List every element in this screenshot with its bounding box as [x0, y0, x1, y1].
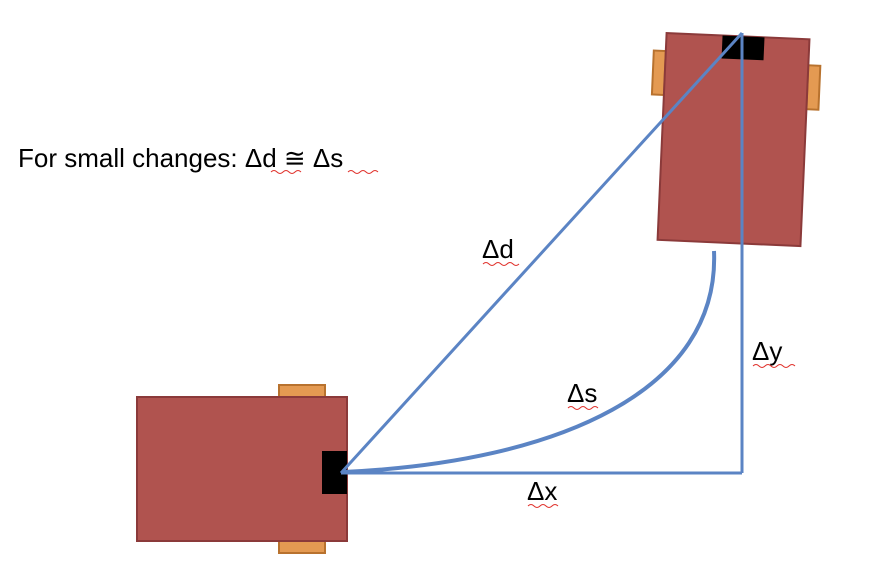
spellcheck-underline-label-s: [567, 406, 599, 410]
delta-y-label: Δy: [752, 336, 782, 366]
delta-x-label: Δx: [527, 476, 557, 506]
spellcheck-underline-label-d: [482, 262, 520, 266]
spellcheck-underline-delta-d: [270, 170, 302, 174]
spellcheck-underline-label-x: [527, 504, 559, 508]
note-text: For small changes: Δd ≅ Δs: [18, 143, 343, 173]
delta-d-line: [339, 31, 744, 475]
robot-end-body: [656, 32, 811, 248]
spellcheck-underline-label-y: [752, 364, 796, 368]
delta-d-label: Δd: [482, 234, 514, 264]
spellcheck-underline-delta-s: [347, 170, 379, 174]
robot-start-body: [136, 396, 348, 542]
delta-s-label: Δs: [567, 378, 597, 408]
robot-start: [136, 384, 348, 554]
delta-s-arc: [342, 250, 717, 474]
robot-end: [650, 32, 822, 248]
